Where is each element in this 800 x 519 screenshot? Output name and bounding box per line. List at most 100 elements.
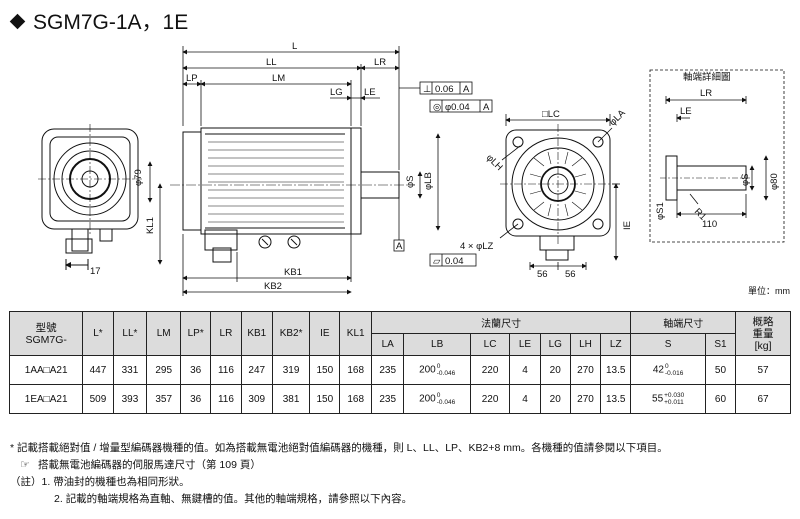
cell-lz: 13.5 [600,384,632,414]
datum-a-2: A [483,102,490,113]
note-2: 2. 記載的軸端規格為直軸、無鍵槽的值。其他的軸端規格，請參照以下內容。 [10,491,668,508]
s-tolerance: +0.030+0.011 [664,392,684,406]
cell-s: 55+0.030+0.011 [630,384,706,414]
cell-lm: 357 [146,384,182,414]
shaft-detail [649,69,785,243]
lb-tolerance: 0-0.046 [437,392,455,406]
th-s1: S1 [704,333,737,356]
note-1: （註）1. 帶油封的機種也為相同形狀。 [10,474,668,491]
dim-lr: LR [374,57,386,68]
title-text: SGM7G-1A，1E [33,11,189,34]
th-lb: LB [403,333,471,356]
cell-ie: 150 [309,384,341,414]
diamond-bullet-icon [9,13,26,29]
s-tol-dn: -0.016 [664,370,684,377]
cell-lp: 36 [180,355,212,385]
detail-phis1: φS1 [655,202,666,220]
detail-phi80: φ80 [769,173,780,190]
page-title: SGM7G-1A，1E [9,6,189,36]
th-kb1: KB1 [240,311,273,356]
dim-kl1: KL1 [145,217,156,234]
th-l: L* [82,311,114,356]
cell-kb1: 309 [240,384,273,414]
cell-lg: 20 [539,355,571,385]
cell-lr: 116 [210,384,242,414]
front-view [500,124,618,261]
detail-phis: φS [740,174,751,187]
dimension-drawing: 17 φ79 KL1 [38,41,785,296]
detail-110: 110 [702,219,717,230]
detail-lr: LR [700,88,712,99]
datum-a-1: A [463,84,470,95]
tol-perp: 0.04 [445,256,464,267]
th-ie: IE [309,311,341,356]
note-2-text: 記載的軸端規格為直軸、無鍵槽的值。其他的軸端規格，請參照以下內容。 [65,493,413,505]
rear-view [38,124,142,270]
cell-l: 509 [82,384,114,414]
cell-lr: 116 [210,355,242,385]
lb-value: 200 [419,364,436,376]
dim-56a: 56 [537,269,548,280]
cell-l: 447 [82,355,114,385]
dim-philh: φLH [484,152,505,173]
dim-ie: IE [622,221,633,230]
note-ref: ☞ 搭載無電池編碼器的伺服馬達尺寸（第 109 頁） [10,457,668,474]
cell-ll: 331 [112,355,148,385]
th-lh: LH [569,333,602,356]
note-2-num: 2. [54,493,63,505]
table-row: 1EA□A21 509 393 357 36 116 309 381 150 1… [8,384,791,414]
dim-l: L [292,41,297,52]
cell-kb1: 247 [240,355,273,385]
th-ll: LL* [112,311,148,356]
s-tol-up: +0.030 [664,392,685,399]
cell-mass: 67 [735,384,791,414]
th-shaft: 軸端尺寸 [630,311,737,334]
cell-lg: 20 [539,384,571,414]
th-lc: LC [469,333,511,356]
th-mass-3: [kg] [754,339,772,352]
dim-phis: φS [405,176,416,189]
th-lm: LM [146,311,182,356]
tol-coax: φ0.04 [445,102,470,113]
dim-17: 17 [90,266,101,277]
cell-ll: 393 [112,384,148,414]
th-mass-2: 重量 [752,327,774,340]
dim-lc: □LC [542,109,560,120]
th-le: LE [509,333,541,356]
cell-lh: 270 [569,384,602,414]
cell-lc: 220 [469,384,511,414]
cell-lm: 295 [146,355,182,385]
table-row: 1AA□A21 447 331 295 36 116 247 319 150 1… [8,355,791,385]
dim-56b: 56 [565,269,576,280]
th-flange: 法蘭尺寸 [370,311,632,334]
cell-kl1: 168 [339,384,372,414]
detail-le: LE [680,106,692,117]
motor-side-view [170,127,410,263]
lb-value: 200 [419,393,436,405]
th-mass: 概略 重量 [kg] [735,311,791,356]
dim-lm: LM [272,73,285,84]
notes: * 記載搭載絕對值 / 增量型編碼器機種的值。如為搭載無電池絕對值編碼器的機種，… [10,440,668,508]
cell-lp: 36 [180,384,212,414]
s-tol-up: 0 [664,363,669,370]
cell-s1: 60 [704,384,737,414]
s-value: 55 [652,393,664,405]
note-ref-link[interactable]: 搭載無電池編碼器的伺服馬達尺寸（第 109 頁） [38,459,261,471]
flat-symbol-icon: ⏥ [433,256,441,267]
lb-tol-dn: -0.046 [436,370,456,377]
dim-lp: LP [186,73,198,84]
dim-phila: φLA [607,107,628,128]
note-1-text: 帶油封的機種也為相同形狀。 [53,476,190,488]
th-lp: LP* [180,311,212,356]
lb-tolerance: 0-0.046 [437,363,455,377]
dim-kb2: KB2 [264,281,282,292]
cell-la: 235 [370,384,405,414]
th-kb2: KB2* [271,311,311,356]
detail-title: 軸端詳細圖 [683,71,731,83]
cell-kl1: 168 [339,355,372,385]
th-model-1: 型號 [35,321,57,334]
pointing-hand-icon: ☞ [20,459,30,471]
cell-lh: 270 [569,355,602,385]
